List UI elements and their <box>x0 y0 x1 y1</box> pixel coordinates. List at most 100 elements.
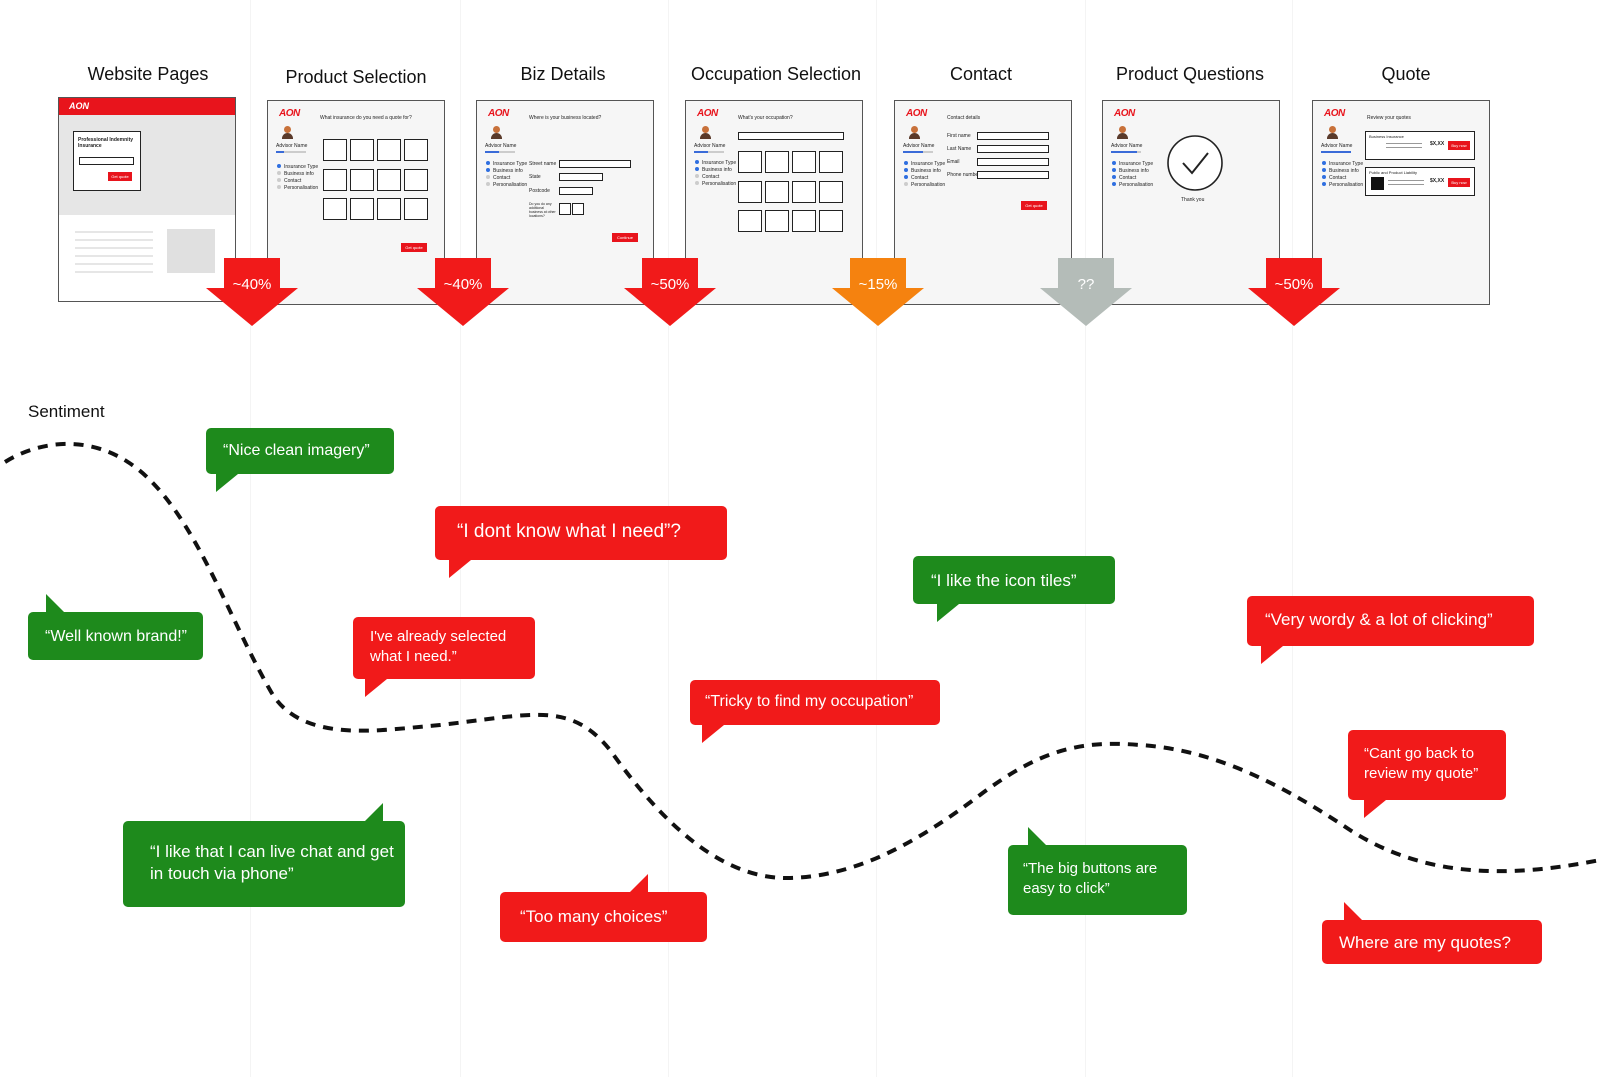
product-tile[interactable] <box>350 169 374 191</box>
product-tile[interactable] <box>350 139 374 161</box>
quote-text: “I like the icon tiles” <box>931 571 1077 590</box>
text-line <box>1388 180 1424 181</box>
yes-option[interactable] <box>559 203 571 215</box>
occupation-tile[interactable] <box>792 181 816 203</box>
screen-occupation: AON Advisor Name Insurance Type Business… <box>685 100 863 305</box>
occupation-tile[interactable] <box>738 181 762 203</box>
no-option[interactable] <box>572 203 584 215</box>
advisor-name: Advisor Name <box>276 143 308 149</box>
occupation-tile[interactable] <box>819 181 843 203</box>
column-guide <box>876 0 877 1077</box>
step-dot <box>1112 175 1116 179</box>
step-dot <box>277 178 281 182</box>
step-dot <box>904 175 908 179</box>
down-arrow-icon <box>624 258 716 326</box>
occupation-search-input[interactable] <box>738 132 844 140</box>
product-tile[interactable] <box>404 198 428 220</box>
step-label: Contact <box>911 175 929 181</box>
screen-question: Review your quotes <box>1367 115 1411 121</box>
step-label: Personalisation <box>911 182 946 188</box>
bubble-tail <box>449 560 471 578</box>
occupation-tile[interactable] <box>765 181 789 203</box>
last-name-input[interactable] <box>977 145 1049 153</box>
text-line <box>75 247 153 249</box>
step-label: Business info <box>1119 168 1149 174</box>
aon-logo: AON <box>906 108 927 119</box>
field-label: Street name <box>529 161 557 167</box>
step-dot <box>904 168 908 172</box>
email-input[interactable] <box>977 158 1049 166</box>
first-name-input[interactable] <box>977 132 1049 140</box>
product-tile[interactable] <box>404 139 428 161</box>
step-label: Insurance Type <box>493 161 528 167</box>
product-tile[interactable] <box>350 198 374 220</box>
quote-bubble: “I dont know what I need”? <box>435 506 727 578</box>
quote-bubble: I've already selected what I need.” <box>353 617 535 697</box>
product-tile[interactable] <box>323 139 347 161</box>
step-dot <box>486 182 490 186</box>
occupation-tile[interactable] <box>738 151 762 173</box>
occupation-tile[interactable] <box>738 210 762 232</box>
occupation-tile[interactable] <box>765 151 789 173</box>
buy-now-button[interactable]: Buy now <box>1448 178 1470 187</box>
step-label: Business info <box>284 171 314 177</box>
step-label: Contact <box>1119 175 1137 181</box>
quote-bubble: “Well known brand!” <box>28 594 203 660</box>
product-tile[interactable] <box>404 169 428 191</box>
quote-bubble: “I like the icon tiles” <box>913 556 1115 622</box>
get-quote-button[interactable]: Get quote <box>1021 201 1047 210</box>
street-input[interactable] <box>559 160 631 168</box>
phone-input[interactable] <box>977 171 1049 179</box>
progress-bar <box>1321 151 1351 153</box>
product-tile[interactable] <box>377 139 401 161</box>
quote-text: Where are my quotes? <box>1339 933 1511 952</box>
step-dot <box>277 171 281 175</box>
get-quote-button[interactable]: Get quote <box>401 243 427 252</box>
step-dot <box>1112 168 1116 172</box>
occupation-tile[interactable] <box>819 151 843 173</box>
quote-text: “Nice clean imagery” <box>223 442 370 459</box>
screen-website: AON Professional Indemnity Insurance Get… <box>58 97 236 302</box>
bubble-tail <box>630 874 648 892</box>
bubble-tail <box>46 594 64 612</box>
occupation-tile[interactable] <box>819 210 843 232</box>
stage-title-quote: Quote <box>1381 64 1431 84</box>
text-line <box>75 263 153 265</box>
state-input[interactable] <box>559 173 603 181</box>
step-dot <box>904 182 908 186</box>
quote-text: “The big buttons are easy to click” <box>1023 860 1158 897</box>
postcode-input[interactable] <box>559 187 593 195</box>
website-card-input[interactable] <box>79 157 134 165</box>
website-get-quote-button[interactable]: Get quote <box>108 172 132 181</box>
occupation-tile[interactable] <box>792 210 816 232</box>
bubble-tail <box>1364 800 1386 818</box>
product-tile[interactable] <box>323 169 347 191</box>
buy-now-button[interactable]: Buy now <box>1448 141 1470 150</box>
step-dot <box>486 161 490 165</box>
step-label: Business info <box>1329 168 1359 174</box>
text-line <box>1386 143 1422 144</box>
step-label: Business info <box>493 168 523 174</box>
product-tile[interactable] <box>323 198 347 220</box>
quote-text: “Well known brand!” <box>45 628 187 645</box>
quote-bubble: “Tricky to find my occupation” <box>690 680 940 743</box>
step-dot <box>1322 182 1326 186</box>
step-dot <box>277 164 281 168</box>
step-dot <box>1322 161 1326 165</box>
product-tile[interactable] <box>377 169 401 191</box>
field-label: First name <box>947 133 971 139</box>
down-arrow-icon <box>832 258 924 326</box>
progress-bar <box>276 151 306 153</box>
product-tile[interactable] <box>377 198 401 220</box>
quote-card-title: Business Insurance <box>1369 134 1404 139</box>
dropoff-label: ~50% <box>650 276 690 293</box>
step-dot <box>1112 182 1116 186</box>
occupation-tile[interactable] <box>765 210 789 232</box>
screen-question: What's your occupation? <box>738 115 793 121</box>
advisor-name: Advisor Name <box>694 143 726 149</box>
continue-button[interactable]: Continue <box>612 233 638 242</box>
advisor-name: Advisor Name <box>903 143 935 149</box>
stage-title-product-selection: Product Selection <box>285 67 427 87</box>
occupation-tile[interactable] <box>792 151 816 173</box>
text-line <box>75 271 153 273</box>
